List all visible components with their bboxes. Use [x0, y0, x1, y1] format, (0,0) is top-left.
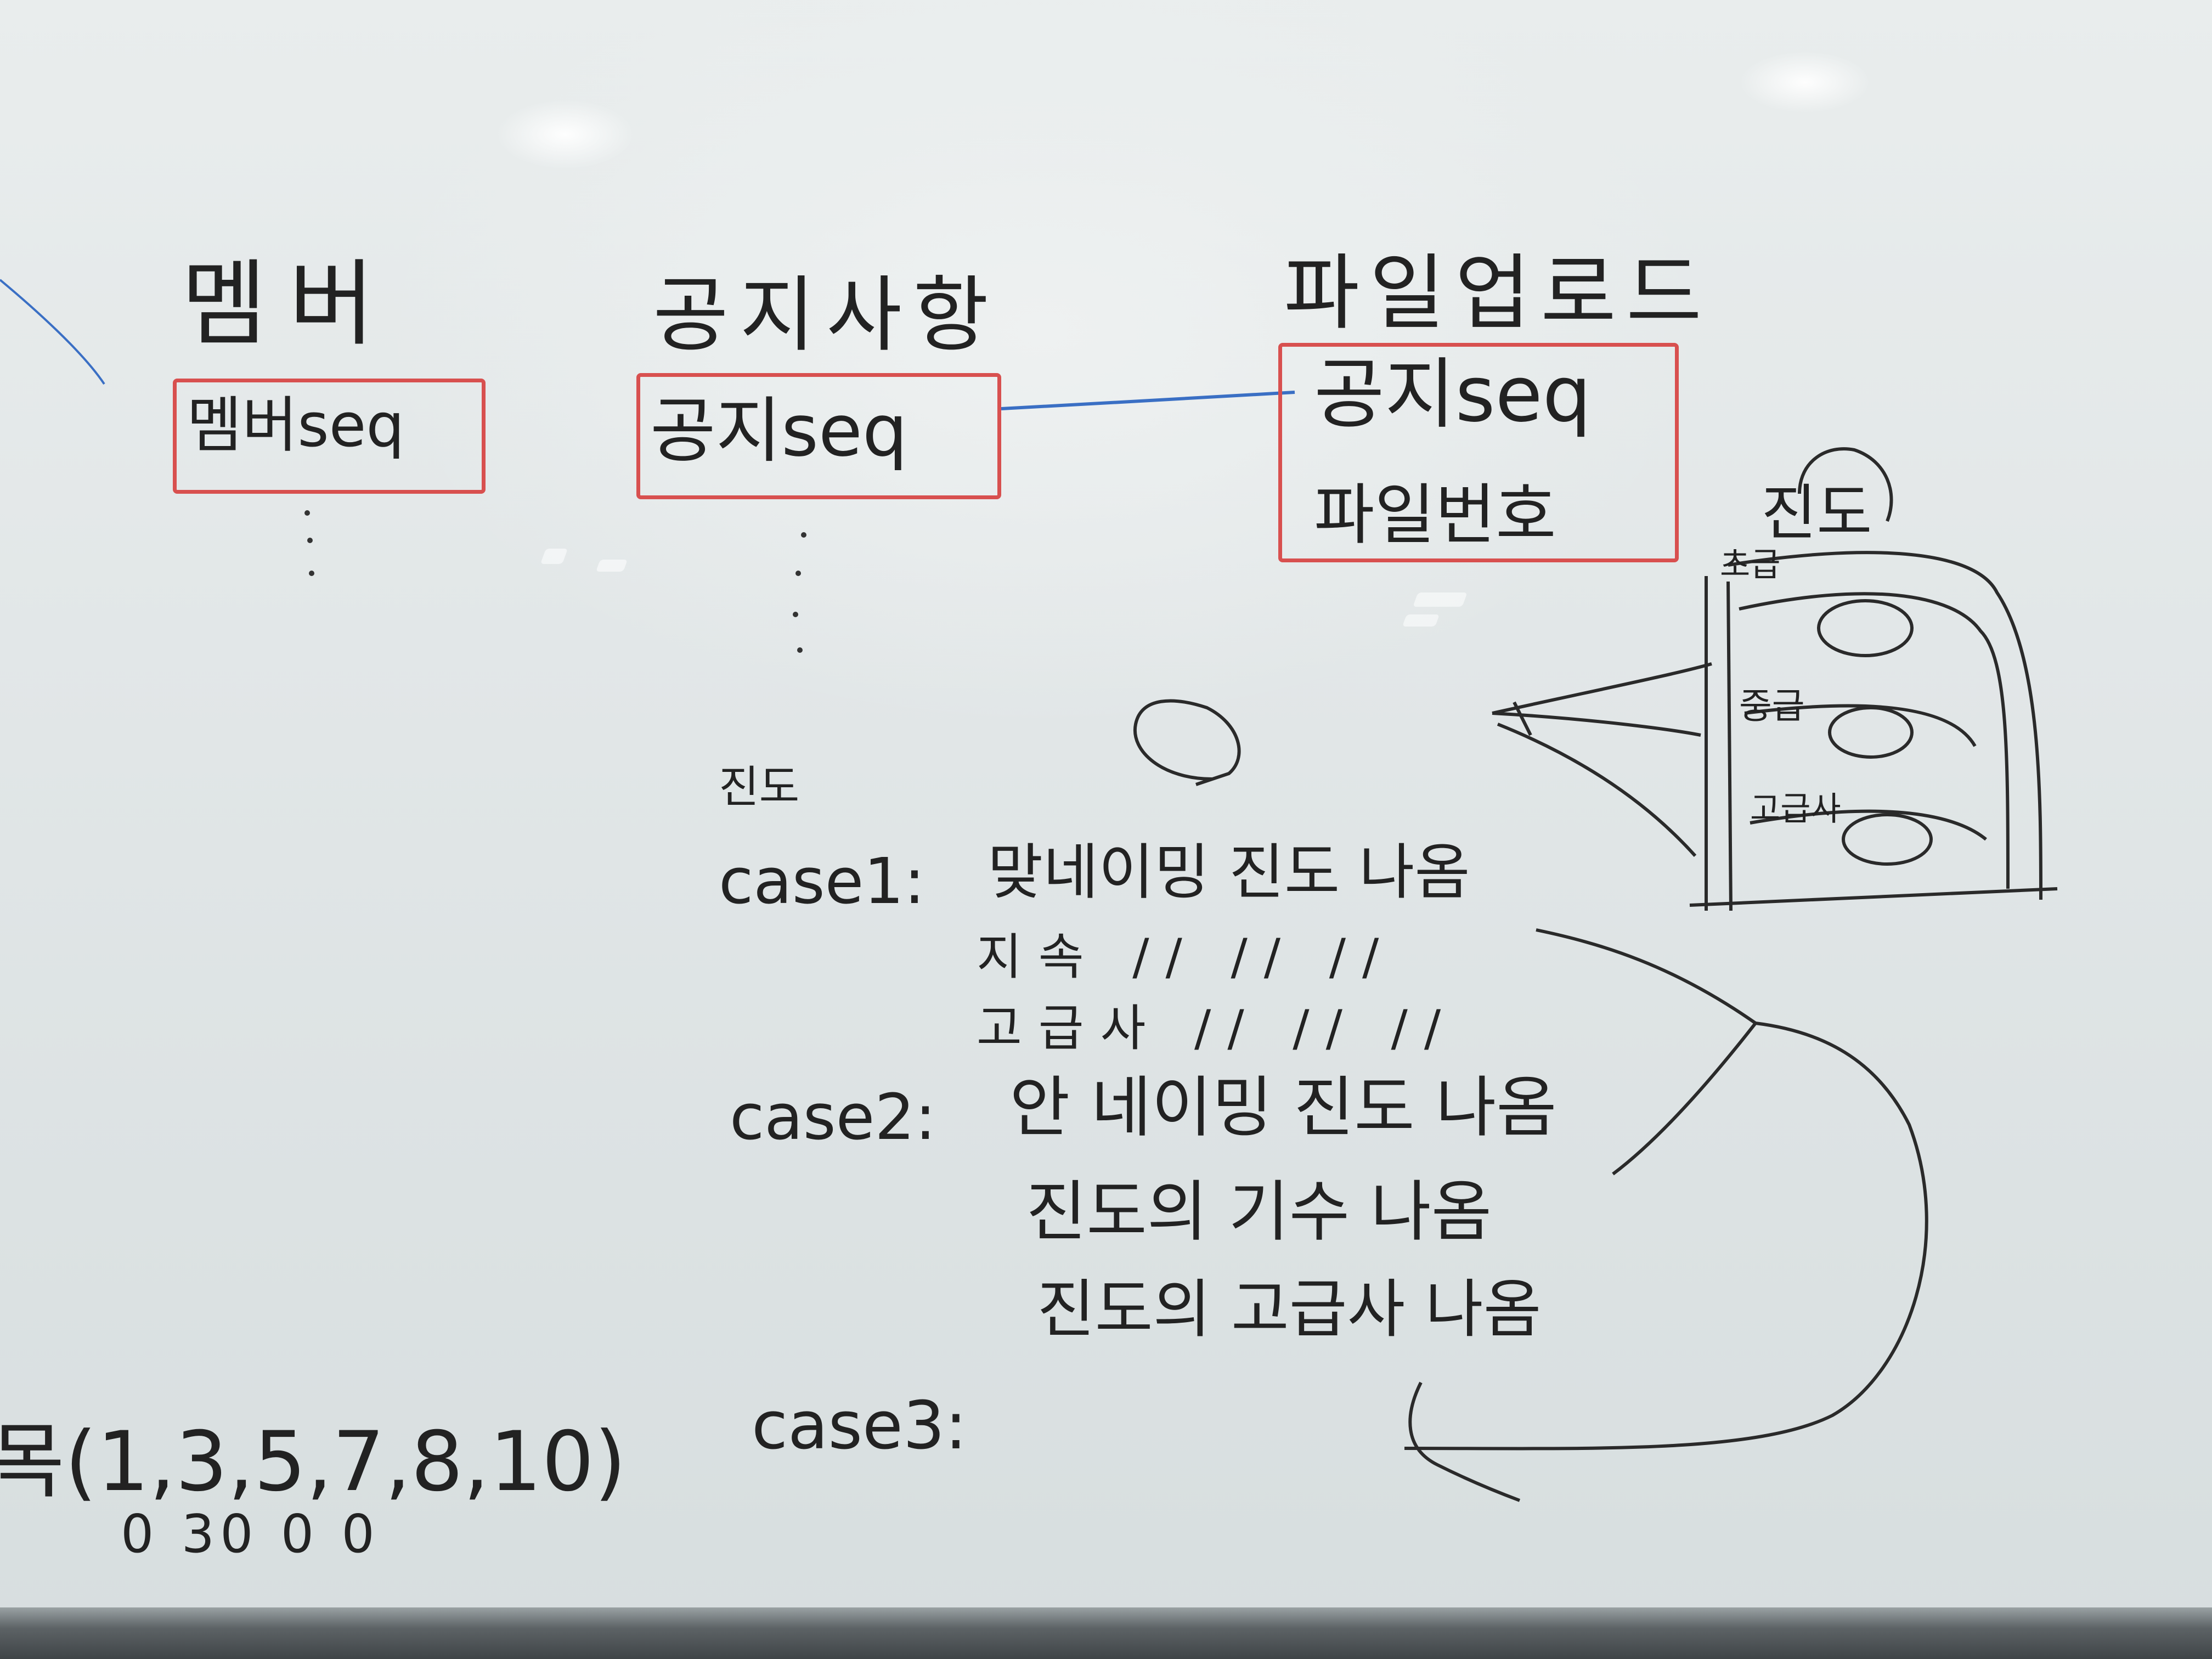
cabinet-label-shelf-3: 고급사: [1750, 790, 1841, 828]
case-2-label: case2:: [730, 1081, 936, 1154]
entity-box-file-upload: [1278, 343, 1679, 562]
continuation-dots: [304, 510, 806, 653]
entity-box-notice: [636, 373, 1001, 499]
whiteboard-frame: [0, 1607, 2212, 1659]
case-1-line-2: 지속 // // //: [977, 928, 1396, 986]
bracket-arrow: [1404, 928, 1928, 1502]
case-2-line-2: 진도의 기수 나옴: [1026, 1174, 1492, 1250]
bottom-left-subnote: 0 30 0 0: [121, 1504, 380, 1565]
case-3-label: case3:: [752, 1388, 967, 1464]
case-1-line-3: 고급사 // // //: [977, 1000, 1458, 1057]
relation-connector-line: [1001, 391, 1295, 410]
entity-field-notice-seq: 공지seq: [650, 389, 908, 472]
entity-title-file-upload: 파일업로드: [1284, 246, 1712, 341]
cabinet-label-shelf-2: 중급: [1739, 686, 1805, 727]
cabinet-label-shelf-1: 초급: [1720, 546, 1781, 584]
case-2-line-3: 진도의 고급사 나옴: [1037, 1273, 1542, 1346]
case-1-label: case1:: [719, 845, 926, 918]
bottom-left-note: 목(1,3,5,7,8,10): [0, 1414, 627, 1510]
cabinet-label-title: 진도: [1761, 478, 1872, 548]
entity-field-file-notice-seq: 공지seq: [1314, 350, 1592, 439]
entity-field-member-seq: 멤버seq: [187, 390, 405, 460]
section-title: 진도: [719, 761, 800, 812]
entity-title-member: 멤버: [181, 250, 397, 359]
entity-title-notice: 공지사항: [653, 268, 1000, 363]
entity-box-member: [173, 379, 486, 494]
entity-field-file-number: 파일번호: [1314, 477, 1556, 554]
drawn-circle: [1133, 699, 1241, 786]
blue-edge-line: [0, 279, 105, 385]
cabinet-drawing: [1492, 447, 2058, 911]
case-1-line-1: 맞네이밍 진도 나옴: [988, 837, 1470, 907]
case-2-line-1: 안 네이밍 진도 나옴: [1009, 1070, 1557, 1146]
